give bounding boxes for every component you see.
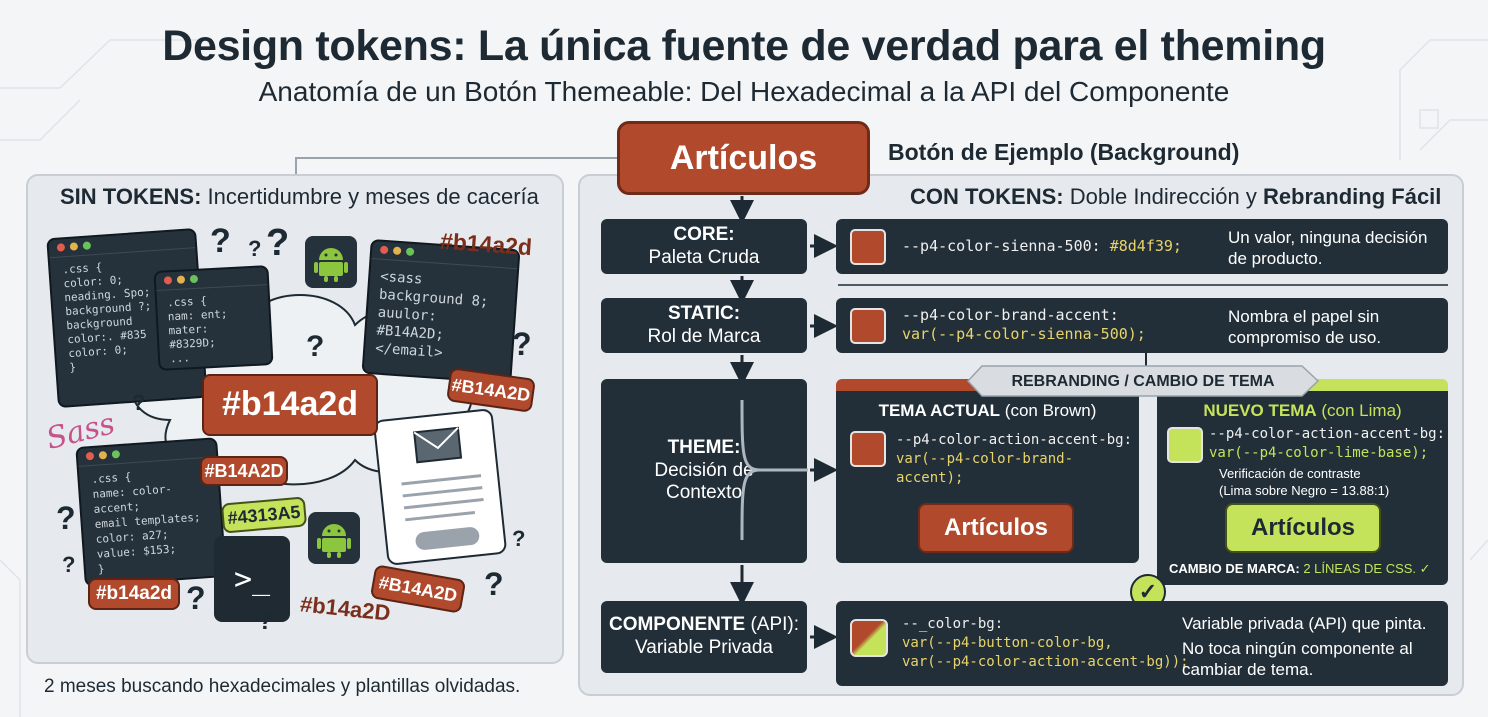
android-icon — [308, 512, 360, 564]
with-tokens-heading: CON TOKENS: Doble Indirección y Rebrandi… — [910, 184, 1442, 209]
current-theme-card: TEMA ACTUAL (con Brown) --p4-color-actio… — [836, 379, 1139, 563]
android-icon — [305, 236, 357, 288]
example-articles-button[interactable]: Artículos — [617, 121, 870, 195]
question-mark-icon: ? — [210, 222, 231, 260]
current-theme-articles-button[interactable]: Artículos — [918, 503, 1074, 553]
rebranding-arrow — [966, 365, 1320, 397]
question-mark-icon: ? — [306, 330, 325, 363]
core-token-card: --p4-color-sienna-500: #8d4f39; Un valor… — [836, 219, 1448, 274]
lime-swatch — [1167, 427, 1203, 463]
rebranding-label: REBRANDING / CAMBIO DE TEMA — [1011, 373, 1275, 390]
question-mark-icon: ? — [266, 222, 290, 264]
question-mark-icon: ? — [56, 500, 76, 536]
page-subtitle: Anatomía de un Botón Themeable: Del Hexa… — [258, 76, 1230, 107]
step-core: CORE: Paleta Cruda — [601, 219, 807, 274]
question-mark-icon: ? — [62, 552, 76, 577]
without-tokens-heading: SIN TOKENS: Incertidumbre y meses de cac… — [60, 184, 539, 209]
question-mark-icon: ? — [512, 326, 532, 362]
question-mark-icon: ? — [132, 390, 146, 415]
question-mark-icon: ? — [248, 236, 262, 261]
question-mark-icon: ? — [186, 580, 206, 616]
rebrand-summary: CAMBIO DE MARCA: 2 LÍNEAS DE CSS. ✓ — [1169, 561, 1431, 576]
hex-chip: #b14a2d — [88, 578, 180, 610]
example-button-caption: Botón de Ejemplo (Background) — [888, 139, 1240, 165]
hex-chip: #B14A2D — [200, 456, 288, 486]
split-swatch — [850, 619, 888, 657]
new-theme-articles-button[interactable]: Artículos — [1225, 503, 1381, 553]
current-theme-title: TEMA ACTUAL (con Brown) — [878, 401, 1097, 420]
brand-accent-swatch — [850, 308, 886, 344]
step-static: STATIC: Rol de Marca — [601, 298, 807, 353]
core-note: Un valor, ninguna decisión de producto. — [1228, 228, 1428, 268]
theme-branch-lines — [740, 399, 808, 541]
new-theme-title: NUEVO TEMA (con Lima) — [1203, 401, 1402, 420]
code-window-3: <sass background 8; auulor: #B14A2D; </e… — [361, 238, 521, 385]
component-note: Variable privada (API) que pinta. No toc… — [1182, 614, 1427, 679]
static-note: Nombra el papel sin compromiso de uso. — [1228, 307, 1382, 347]
question-mark-icon: ? — [512, 526, 526, 551]
email-template-icon — [372, 408, 508, 566]
new-theme-card: NUEVO TEMA (con Lima) --p4-color-action-… — [1157, 379, 1448, 585]
left-footer-caption: 2 meses buscando hexadecimales y plantil… — [44, 676, 521, 697]
sienna-swatch — [850, 229, 886, 265]
contrast-check-note: Verificación de contraste (Lima sobre Ne… — [1219, 466, 1390, 498]
static-token-card: --p4-color-brand-accent: var(--p4-color-… — [836, 298, 1448, 353]
step-component: COMPONENTE (API): Variable Privada — [601, 601, 807, 673]
component-token-card: --_color-bg: var(--p4-button-color-bg, v… — [836, 601, 1448, 686]
current-theme-swatch — [850, 431, 886, 467]
question-mark-icon: ? — [484, 566, 504, 602]
page-title: Design tokens: La única fuente de verdad… — [162, 22, 1326, 70]
terminal-icon: >_ — [214, 536, 290, 622]
code-window-2: .css { nam: ent; mater: #8329D; ... — [153, 265, 274, 371]
question-mark-icon: ? — [258, 608, 273, 635]
big-hex-chip: #b14a2d — [202, 374, 378, 436]
